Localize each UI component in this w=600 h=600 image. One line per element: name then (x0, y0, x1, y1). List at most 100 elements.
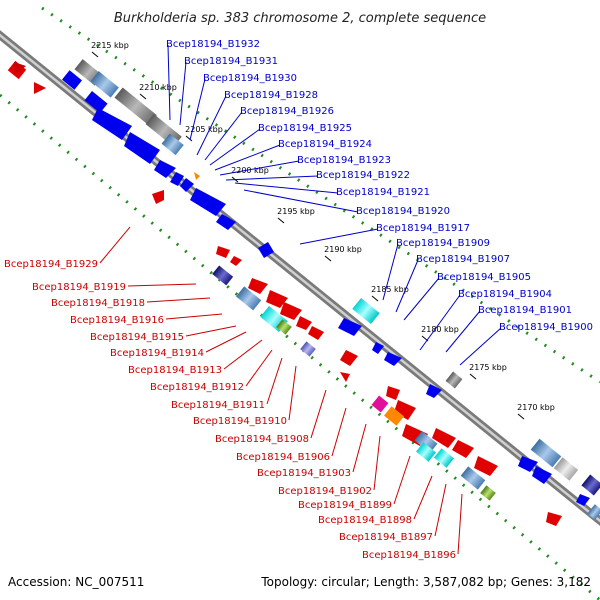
leader-line (413, 475, 433, 520)
dotted-guides (0, 6, 600, 600)
label-leader-lines (99, 44, 502, 555)
gene-label: Bcep18194_B1902 (278, 486, 372, 497)
gene-label: Bcep18194_B1903 (257, 468, 351, 479)
tick-label: 2205 kbp (185, 125, 223, 134)
leader-line (373, 435, 381, 491)
gene-label: Bcep18194_B1901 (478, 305, 572, 316)
gene-label: Bcep18194_B1904 (458, 289, 552, 300)
tick-label: 2180 kbp (421, 325, 459, 334)
gene-feature (352, 298, 380, 324)
leader-line (196, 95, 227, 156)
gene-label: Bcep18194_B1917 (376, 223, 470, 234)
gene-label: Bcep18194_B1922 (316, 170, 410, 181)
gene-label: Bcep18194_B1908 (215, 434, 309, 445)
leader-line (352, 423, 367, 473)
leader-line (219, 160, 300, 176)
tick-mark (371, 295, 379, 302)
tick-label: 2215 kbp (91, 41, 129, 50)
gene-feature (530, 438, 562, 468)
gene-feature (194, 172, 200, 180)
leader-line (382, 243, 399, 301)
leader-line (243, 189, 359, 213)
gene-feature (386, 386, 400, 400)
leader-line (245, 349, 273, 387)
gene-feature (452, 440, 474, 458)
gene-feature (280, 302, 302, 320)
gene-feature (84, 91, 108, 113)
gene-feature (371, 395, 389, 413)
gene-feature (518, 456, 538, 472)
gene-feature (414, 431, 438, 453)
upper-dotted-guide (41, 6, 600, 384)
tick-mark (517, 413, 525, 420)
leader-line (209, 128, 261, 166)
gene-feature (180, 178, 194, 192)
leader-line (127, 283, 197, 287)
gene-feature (248, 278, 268, 294)
gene-label: Bcep18194_B1905 (437, 272, 531, 283)
gene-feature (276, 319, 292, 335)
leader-line (225, 175, 319, 181)
gene-feature (62, 70, 82, 90)
gene-feature (114, 87, 157, 126)
gene-label: Bcep18194_B1932 (166, 39, 260, 50)
gene-feature (434, 448, 454, 468)
leader-line (165, 313, 223, 320)
tick-label: 2210 kbp (139, 83, 177, 92)
gene-feature (416, 442, 436, 462)
gene-feature (338, 318, 362, 336)
gene-feature (553, 457, 579, 481)
leader-line (234, 182, 339, 194)
gene-label: Bcep18194_B1924 (278, 139, 372, 150)
gene-feature (14, 62, 26, 74)
leader-line (445, 310, 481, 353)
top-strand-labels: Bcep18194_B1932Bcep18194_B1931Bcep18194_… (166, 39, 593, 333)
lower-dotted-guide (0, 93, 600, 600)
gene-feature (34, 82, 46, 94)
tick-label: 2195 kbp (277, 207, 315, 216)
gene-label: Bcep18194_B1912 (150, 382, 244, 393)
gene-feature (340, 350, 358, 366)
gene-feature (460, 466, 486, 490)
gene-feature (532, 466, 552, 484)
gene-label: Bcep18194_B1925 (258, 123, 352, 134)
leader-line (331, 407, 347, 457)
leader-line (459, 327, 502, 366)
leader-line (204, 111, 243, 161)
tick-mark (91, 51, 99, 58)
leader-line (288, 365, 297, 421)
gene-label: Bcep18194_B1928 (224, 90, 318, 101)
gene-label: Bcep18194_B1931 (184, 56, 278, 67)
gene-label: Bcep18194_B1923 (297, 155, 391, 166)
leader-line (434, 483, 447, 537)
gene-label: Bcep18194_B1913 (128, 365, 222, 376)
gene-feature (90, 71, 119, 98)
gene-feature (384, 406, 404, 426)
leader-line (99, 226, 131, 264)
gene-feature (587, 504, 600, 520)
gene-feature (432, 428, 456, 448)
gene-label: Bcep18194_B1914 (110, 348, 204, 359)
gene-label: Bcep18194_B1916 (70, 315, 164, 326)
tick-mark (139, 93, 147, 100)
gene-feature (266, 290, 288, 308)
gene-label: Bcep18194_B1921 (336, 187, 430, 198)
gene-label: Bcep18194_B1910 (193, 416, 287, 427)
gene-feature (340, 372, 350, 382)
leader-line (419, 294, 461, 351)
gene-label: Bcep18194_B1909 (396, 238, 490, 249)
map-title: Burkholderia sp. 383 chromosome 2, compl… (114, 11, 486, 26)
leader-line (167, 44, 171, 121)
leader-line (223, 339, 263, 370)
gene-label: Bcep18194_B1906 (236, 452, 330, 463)
gene-feature (161, 133, 184, 156)
gene-feature (384, 352, 402, 366)
gene-label: Bcep18194_B1919 (32, 282, 126, 293)
leader-line (403, 277, 440, 321)
gene-feature (426, 384, 442, 398)
gene-feature (308, 326, 324, 340)
gene-feature (581, 474, 600, 496)
tick-mark (277, 217, 285, 224)
gene-feature (216, 246, 230, 258)
gene-feature (480, 485, 496, 501)
